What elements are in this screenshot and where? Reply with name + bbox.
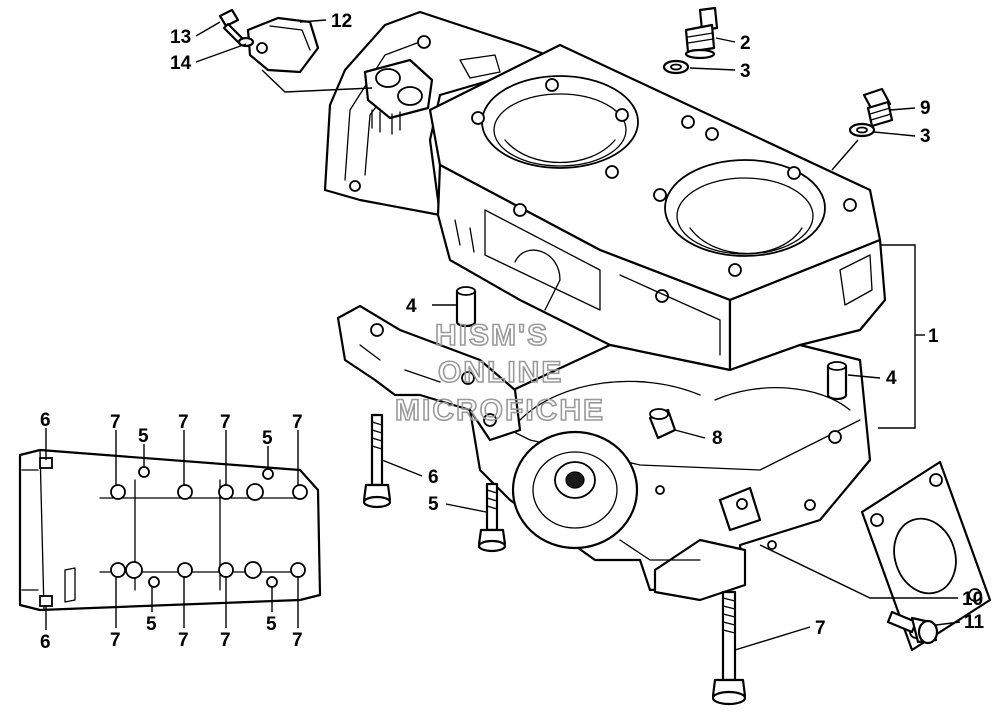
callout-5: 5 xyxy=(428,494,439,515)
callout-12: 12 xyxy=(331,11,352,32)
bolt-6 xyxy=(362,413,392,509)
watermark: HISM'S ONLINE MICROFICHE xyxy=(394,318,605,428)
callout-3-right: 3 xyxy=(920,126,931,147)
inset-callout-7-top-4: 7 xyxy=(292,412,303,433)
inset-callout-7-bottom-3: 7 xyxy=(220,630,231,651)
inset-callout-7-top-2: 7 xyxy=(178,412,189,433)
washer-14 xyxy=(237,36,255,48)
callout-9: 9 xyxy=(920,98,931,119)
callout-13: 13 xyxy=(170,27,191,48)
flange-bolt-11 xyxy=(886,610,939,645)
watermark-line-1: HISM'S xyxy=(435,319,549,352)
inset-callout-6-top: 6 xyxy=(40,410,51,431)
callout-10: 10 xyxy=(962,589,983,610)
watermark-line-2: ONLINE xyxy=(438,356,563,389)
inset-callout-7-top-3: 7 xyxy=(220,412,231,433)
callout-3-top: 3 xyxy=(740,61,751,82)
callout-1: 1 xyxy=(928,326,939,347)
inset-callout-5-top-2: 5 xyxy=(262,428,273,449)
cover-12 xyxy=(246,16,320,74)
callout-14: 14 xyxy=(170,53,192,74)
callout-4-upper: 4 xyxy=(406,296,417,317)
leader-lines xyxy=(45,19,961,651)
upper-crankcase xyxy=(323,10,887,372)
plug-9 xyxy=(862,87,894,128)
inset-callout-7-bottom-2: 7 xyxy=(178,630,189,651)
callout-11: 11 xyxy=(964,612,985,633)
callout-6: 6 xyxy=(428,467,439,488)
bolt-7 xyxy=(711,590,747,706)
side-bracket xyxy=(336,304,522,442)
callout-2: 2 xyxy=(740,33,751,54)
dowel-pin-upper xyxy=(455,286,477,328)
inset-callout-6-bottom: 6 xyxy=(40,632,51,653)
callout-7: 7 xyxy=(815,618,826,639)
inset-callout-7-bottom-4: 7 xyxy=(292,630,303,651)
inset-callout-5-bottom-2: 5 xyxy=(266,614,277,635)
callout-labels: 1 2 3 3 4 4 5 6 7 8 9 10 11 12 13 14 6 6… xyxy=(40,11,985,653)
callout-8: 8 xyxy=(712,428,723,449)
washer-3-right xyxy=(848,122,876,138)
bolt-5 xyxy=(477,482,507,553)
watermark-line-3: MICROFICHE xyxy=(395,394,605,427)
bolt-pattern-inset xyxy=(18,448,322,612)
inset-callout-5-top-1: 5 xyxy=(138,426,149,447)
fitting-2 xyxy=(684,6,719,60)
inset-callout-7-top-1: 7 xyxy=(110,412,121,433)
lower-crankcase xyxy=(468,343,872,602)
dowel-pin-lower xyxy=(826,361,848,401)
callout-4-lower: 4 xyxy=(886,368,897,389)
inset-callout-7-bottom-1: 7 xyxy=(110,630,121,651)
inset-callout-5-bottom-1: 5 xyxy=(146,614,157,635)
washer-3-top xyxy=(662,59,690,75)
